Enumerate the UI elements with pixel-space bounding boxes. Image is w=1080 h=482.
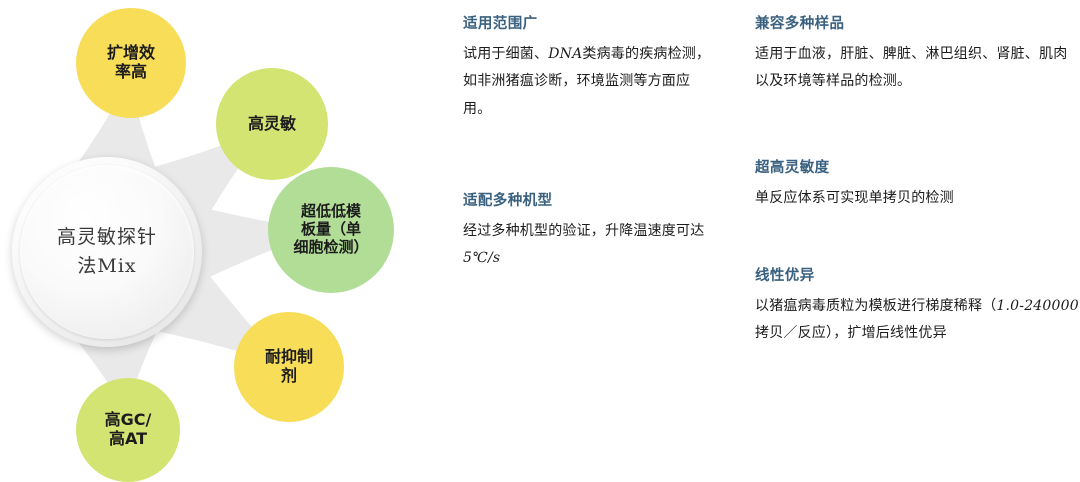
feature-block: 适配多种机型经过多种机型的验证，升降温速度可达 5℃/s [463,189,713,273]
feature-title: 适用范围广 [463,16,538,32]
spoke [157,263,255,352]
node-high-gc-at[interactable]: 高GC/ 高AT [76,378,180,482]
node-ultra-low-template[interactable]: 超低低模 板量（单 细胞检测） [268,167,394,293]
feature-text-area: 适用范围广试用于细菌、DNA类病毒的疾病检测，如非洲猪瘟诊断，环境监测等方面应用… [463,0,1080,463]
feature-body-run: 试用于细菌、 [463,46,549,62]
radial-diagram: 高灵敏探针 法Mix 扩增效 率高高灵敏超低低模 板量（单 细胞检测） 耐抑制 剂… [0,0,440,482]
feature-block: 超高灵敏度单反应体系可实现单拷贝的检测 [755,156,1080,212]
node-inhibitor-tolerant-label: 耐抑制 剂 [264,347,313,385]
feature-body-run: DNA [548,46,583,62]
feature-title: 超高灵敏度 [755,159,830,176]
feature-block: 兼容多种样品适用于血液，肝脏、脾脏、淋巴组织、肾脏、肌肉以及环境等样品的检测。 [755,12,1080,96]
spoke [187,203,276,284]
feature-body-run: 经过多种机型的验证，升降温速度可达 [463,222,705,239]
feature-body-run: 拷贝／反应），扩增后线性优异 [755,325,947,342]
feature-body: 单反应体系可实现单拷贝的检测 [755,185,1080,212]
feature-body: 试用于细菌、DNA类病毒的疾病检测，如非洲猪瘟诊断，环境监测等方面应用。 [463,41,713,123]
text-column-1: 适用范围广试用于细菌、DNA类病毒的疾病检测，如非洲猪瘟诊断，环境监测等方面应用… [463,0,713,272]
node-high-sensitivity-label: 高灵敏 [247,113,296,133]
node-inhibitor-tolerant[interactable]: 耐抑制 剂 [234,312,344,422]
feature-body: 以猪瘟病毒质粒为模板进行梯度稀释（1.0-240000 拷贝／反应），扩增后线性优… [755,293,1080,348]
feature-body-run: 以猪瘟病毒质粒为模板进行梯度稀释（ [755,297,997,314]
text-column-2: 兼容多种样品适用于血液，肝脏、脾脏、淋巴组织、肾脏、肌肉以及环境等样品的检测。超… [755,0,1080,347]
feature-body-run: 类病毒的疾病检测，如非洲猪瘟诊断，环境监测等方面应用。 [463,46,711,117]
center-hub-label: 高灵敏探针 法Mix [56,225,157,277]
feature-body: 经过多种机型的验证，升降温速度可达 5℃/s [463,218,713,273]
node-ultra-low-template-label: 超低低模 板量（单 细胞检测） [293,202,369,256]
spoke [149,144,241,232]
node-amplification-efficiency[interactable]: 扩增效 率高 [76,8,186,118]
feature-title: 线性优异 [755,267,815,284]
feature-body-run: 单反应体系可实现单拷贝的检测 [755,189,954,206]
feature-title: 适配多种机型 [463,192,553,209]
feature-block: 线性优异以猪瘟病毒质粒为模板进行梯度稀释（1.0-240000 拷贝／反应），扩增… [755,264,1080,348]
feature-body: 适用于血液，肝脏、脾脏、淋巴组织、肾脏、肌肉以及环境等样品的检测。 [755,41,1080,96]
center-hub-ring [20,165,194,339]
node-high-gc-at-label: 高GC/ 高AT [104,410,152,448]
feature-title: 兼容多种样品 [755,16,845,32]
center-hub[interactable]: 高灵敏探针 法Mix [12,157,202,347]
node-high-sensitivity[interactable]: 高灵敏 [216,68,328,180]
feature-body-run: 1.0-240000 [996,297,1079,314]
feature-body-run: 5℃/s [463,250,501,267]
feature-block: 适用范围广试用于细菌、DNA类病毒的疾病检测，如非洲猪瘟诊断，环境监测等方面应用… [463,12,713,123]
node-amplification-efficiency-label: 扩增效 率高 [106,43,155,81]
feature-body-run: 适用于血液，肝脏、脾脏、淋巴组织、肾脏、肌肉以及环境等样品的检测。 [755,46,1068,90]
